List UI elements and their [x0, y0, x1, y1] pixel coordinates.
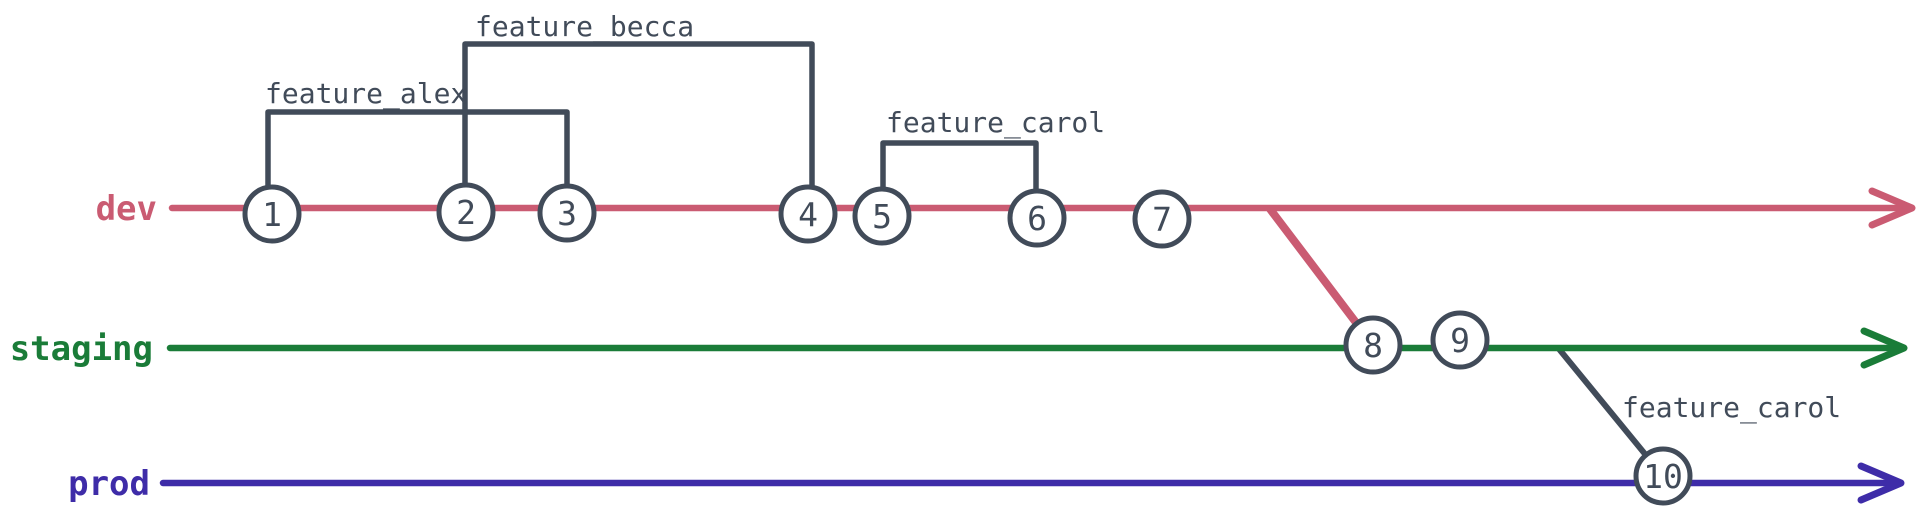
commit-3-circle [537, 183, 597, 243]
bracket-feature-carol [880, 140, 1039, 221]
commit-8-circle [1343, 315, 1403, 375]
commit-1-circle [242, 184, 302, 244]
commit-5-circle [852, 186, 912, 246]
commit-4-circle [778, 184, 838, 244]
commit-3-number: 3 [557, 194, 577, 233]
staging-arrow-right-icon [1860, 327, 1908, 369]
dev-arrow-right-icon [1868, 187, 1916, 229]
commit-2-circle [436, 182, 496, 242]
commit-10-circle [1633, 446, 1693, 506]
commit-7-number: 7 [1152, 200, 1172, 239]
commit-9-number: 9 [1450, 321, 1470, 360]
feature-label-feature-carol: feature_carol [886, 106, 1105, 140]
branch-label-staging: staging [10, 329, 153, 369]
commit-1-number: 1 [262, 195, 282, 234]
commit-9-circle [1430, 310, 1490, 370]
commit-7-circle [1132, 189, 1192, 249]
commit-6-circle [1007, 188, 1067, 248]
branch-label-dev: dev [96, 189, 157, 229]
feature-label-feature-alex: feature_alex [265, 77, 467, 111]
commit-10-number: 10 [1643, 457, 1683, 496]
commit-6-number: 6 [1027, 199, 1047, 238]
feature-label-feature-becca: feature_becca [475, 10, 694, 44]
commit-8-number: 8 [1363, 326, 1383, 365]
commit-5-number: 5 [872, 197, 892, 236]
prod-arrow-right-icon [1857, 462, 1905, 504]
commit-2-number: 2 [456, 193, 476, 232]
commit-4-number: 4 [798, 195, 818, 234]
bracket-feature-becca [462, 41, 815, 217]
feature-label-feature-carol-merge: feature_carol [1622, 391, 1841, 425]
bracket-feature-alex [265, 109, 570, 217]
branch-label-prod: prod [68, 464, 150, 504]
